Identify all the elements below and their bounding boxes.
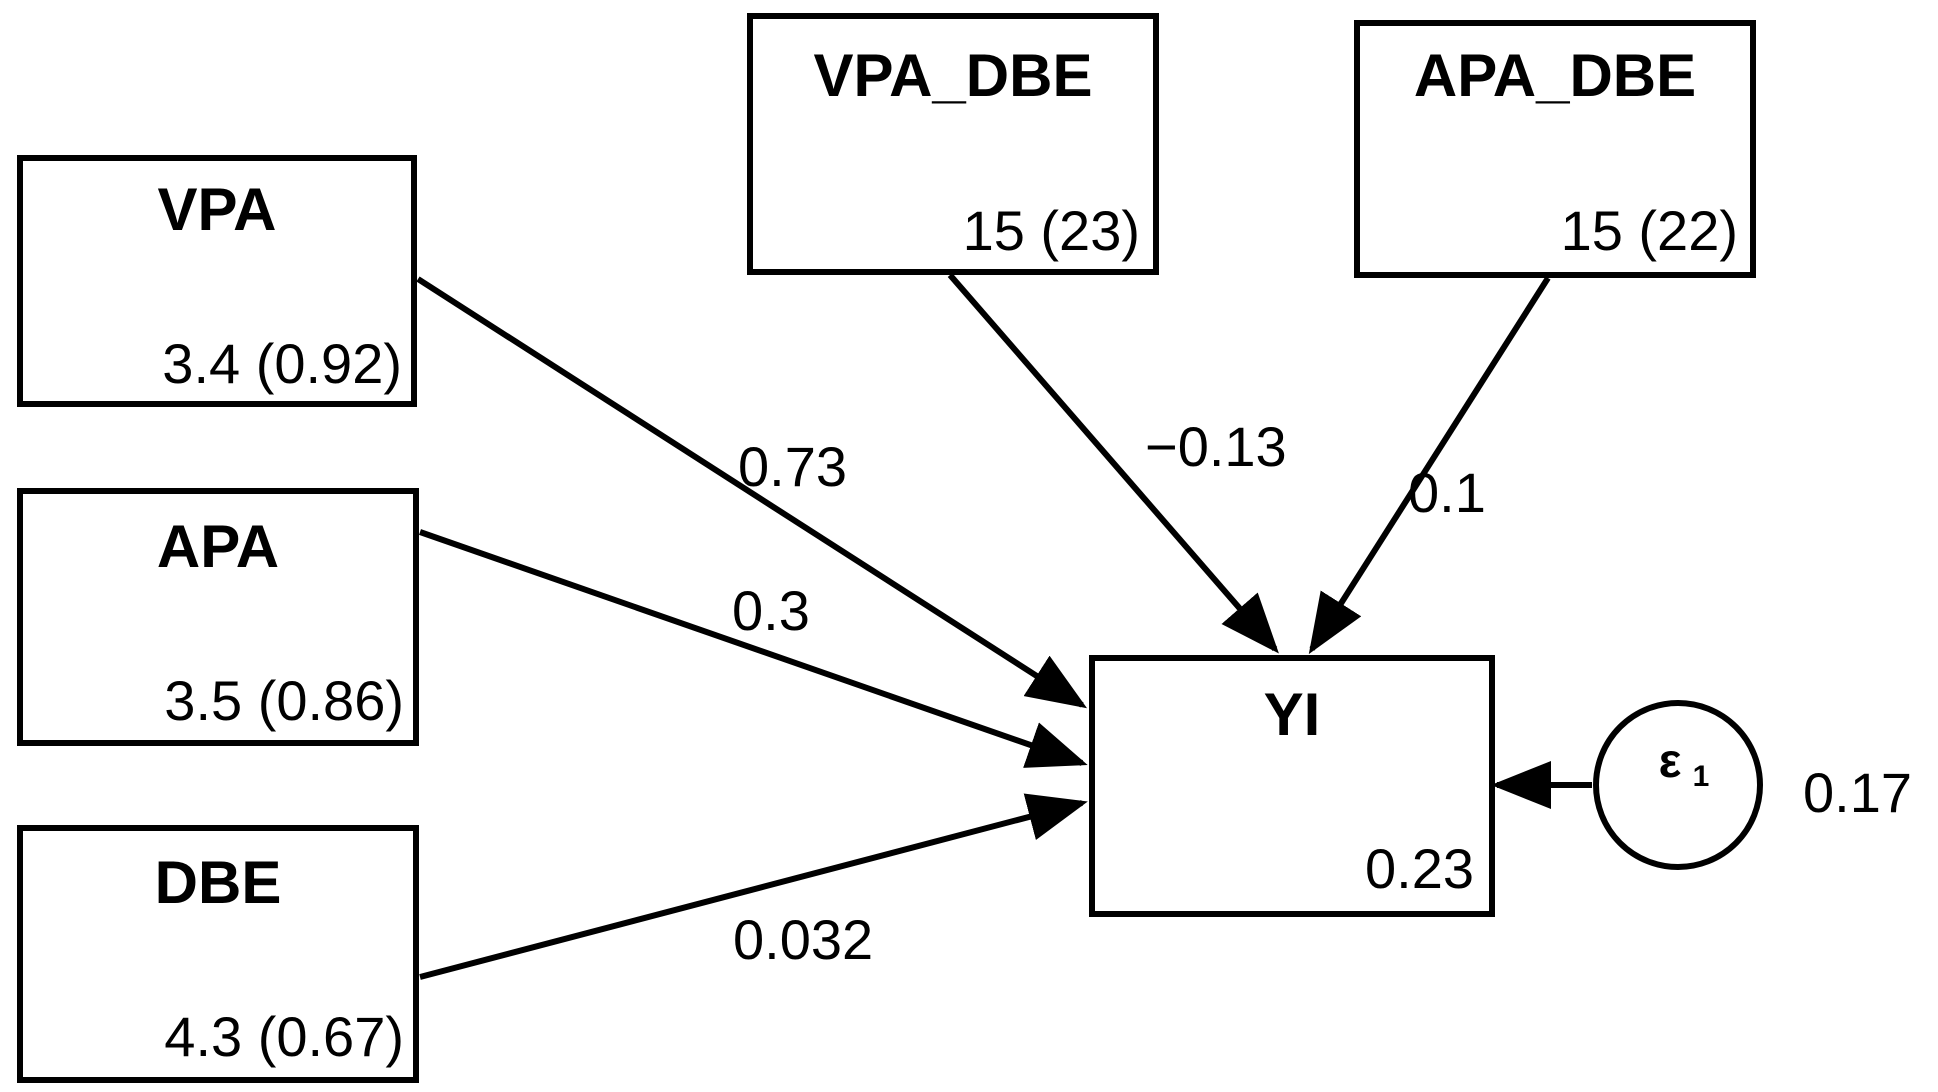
node-yi: YI 0.23 (1089, 655, 1495, 917)
coef-vpa-dbe-to-yi: −0.13 (1145, 415, 1287, 478)
edge-vpa-dbe-to-yi (947, 273, 1279, 654)
node-vpa-dbe: VPA_DBE 15 (23) (747, 13, 1159, 275)
node-dbe-stat: 4.3 (0.67) (164, 1005, 404, 1068)
coef-vpa-to-yi: 0.73 (738, 435, 847, 498)
coef-dbe-to-yi: 0.032 (733, 908, 873, 971)
edges (416, 273, 1592, 980)
node-apa: APA 3.5 (0.86) (17, 488, 419, 746)
node-apa-dbe-stat: 15 (22) (1561, 199, 1738, 262)
node-dbe: DBE 4.3 (0.67) (17, 825, 419, 1083)
error-term: ε 1 0.17 (1593, 700, 1912, 870)
node-vpa-label: VPA (158, 176, 277, 243)
error-variance: 0.17 (1803, 761, 1912, 824)
edge-dbe-to-yi (419, 793, 1088, 980)
path-coefficients: 0.73 0.3 0.032 −0.13 0.1 (732, 415, 1486, 971)
node-apa-dbe: APA_DBE 15 (22) (1354, 20, 1756, 278)
edge-vpa-to-yi (416, 276, 1088, 709)
node-yi-label: YI (1264, 681, 1321, 748)
node-apa-label: APA (157, 513, 279, 580)
node-yi-stat: 0.23 (1365, 837, 1474, 900)
node-dbe-label: DBE (155, 849, 282, 916)
error-subscript: 1 (1693, 760, 1710, 793)
node-vpa-stat: 3.4 (0.92) (162, 332, 402, 395)
node-apa-stat: 3.5 (0.86) (164, 669, 404, 732)
coef-apa-to-yi: 0.3 (732, 579, 810, 642)
node-vpa-dbe-stat: 15 (23) (963, 199, 1140, 262)
edge-apa-to-yi (419, 529, 1088, 768)
coef-apa-dbe-to-yi: 0.1 (1408, 461, 1486, 524)
error-circle (1593, 700, 1763, 870)
node-vpa-dbe-label: VPA_DBE (814, 42, 1093, 109)
edge-apa-dbe-to-yi (1308, 276, 1551, 655)
node-apa-dbe-label: APA_DBE (1414, 42, 1696, 109)
node-vpa: VPA 3.4 (0.92) (17, 155, 417, 407)
error-symbol: ε (1659, 735, 1682, 788)
